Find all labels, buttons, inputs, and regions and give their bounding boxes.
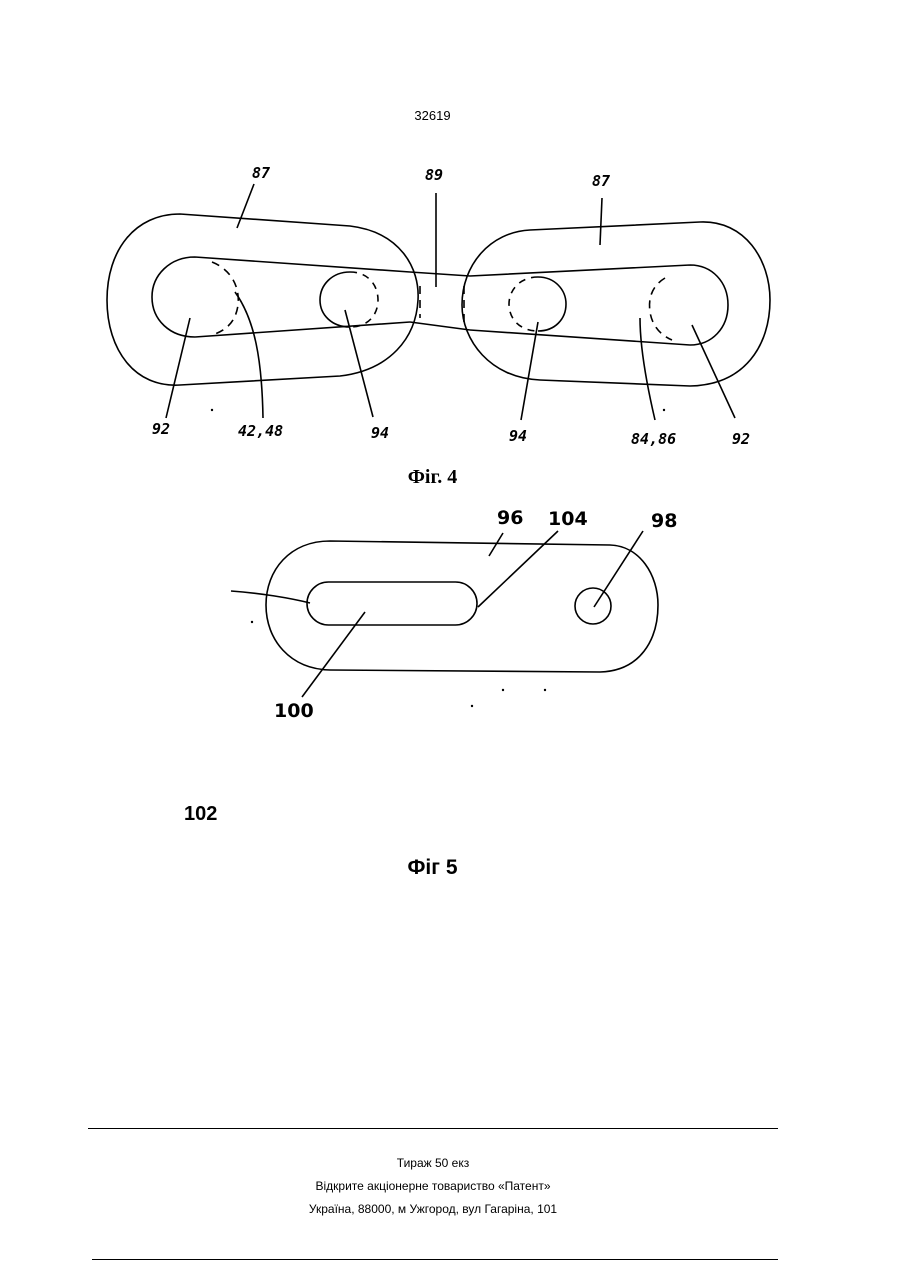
fig4-label-89: 89 <box>425 166 443 184</box>
fig4-left-pin-dashed <box>350 272 378 327</box>
footer-address: Україна, 88000, м Ужгород, вул Гагаріна,… <box>88 1198 778 1221</box>
fig4-right-pin-dashed <box>509 277 538 331</box>
fig5-slot <box>307 582 477 625</box>
fig4-leader-87-right <box>600 198 602 245</box>
fig4-leader-94-right <box>521 322 538 420</box>
fig4-right-pin-circle <box>538 277 566 331</box>
fig5-label-104: 104 <box>548 508 588 530</box>
fig4-label-87-right: 87 <box>592 172 610 190</box>
fig4-left-link-outer <box>107 214 418 385</box>
fig4-label-94-right: 94 <box>509 427 527 445</box>
fig5-label-102: 102 <box>184 803 217 826</box>
fig4-connector-line <box>410 272 470 330</box>
fig5-leader-98 <box>594 531 643 607</box>
fig5-leader-102 <box>231 591 310 603</box>
fig5-leader-96 <box>489 533 503 556</box>
fig4-left-pin-circle <box>320 272 350 327</box>
fig5-label-96: 96 <box>497 507 523 529</box>
fig4-leader-8486 <box>640 318 655 420</box>
fig4-label-92-left: 92 <box>152 420 170 438</box>
footer-top-rule <box>88 1128 778 1129</box>
fig4-left-hole-dashed <box>212 262 238 335</box>
footer-circulation: Тираж 50 екз <box>88 1152 778 1175</box>
fig4-caption: Фіг. 4 <box>0 466 865 489</box>
fig5-plate-outline <box>266 541 658 672</box>
fig4-leader-92-left <box>166 318 190 418</box>
fig4-label-92-right: 92 <box>732 430 750 448</box>
fig5-label-100: 100 <box>274 700 314 722</box>
fig4-leader-87-left <box>237 184 254 228</box>
footer-bottom-rule <box>92 1259 778 1260</box>
fig4-right-hole-dashed <box>650 278 672 340</box>
fig4-left-link-inner <box>152 257 410 337</box>
fig4-label-8486: 84,86 <box>631 430 676 448</box>
fig5-hole <box>575 588 611 624</box>
fig5-caption: Фіг 5 <box>0 856 865 880</box>
fig5-label-98: 98 <box>651 510 677 532</box>
footer-publisher: Відкрите акціонерне товариство «Патент» <box>88 1175 778 1198</box>
fig4-leader-4248 <box>235 292 263 418</box>
fig4-label-87-left: 87 <box>252 164 270 182</box>
fig5-leader-104 <box>478 531 558 607</box>
footer: Тираж 50 екз Відкрите акціонерне товарис… <box>88 1152 778 1221</box>
fig4-leader-92-right <box>692 325 735 418</box>
fig4-label-94-left: 94 <box>371 424 389 442</box>
fig4-label-4248: 42,48 <box>238 422 283 440</box>
